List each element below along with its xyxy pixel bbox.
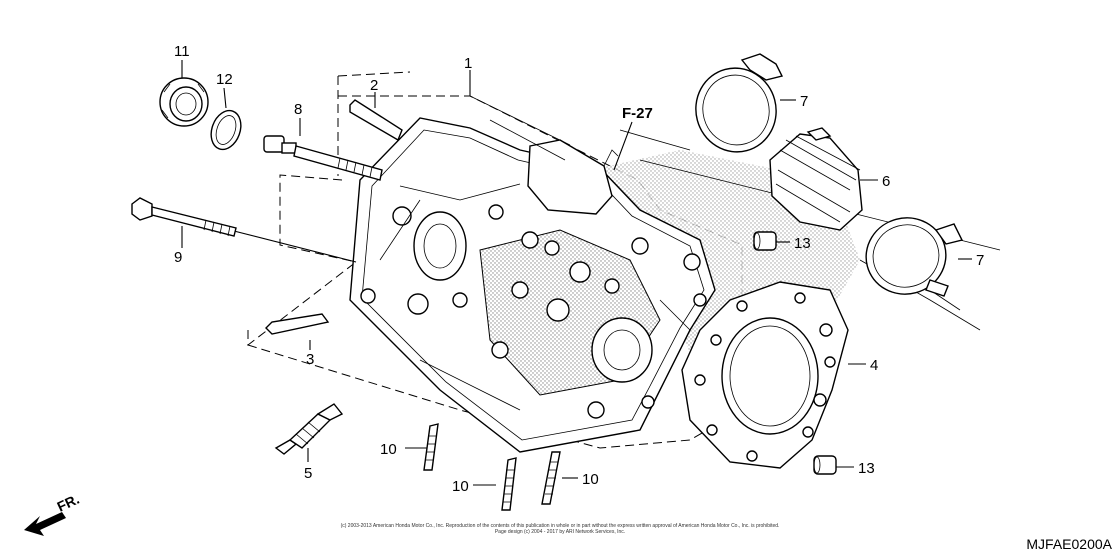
callout-7-lower: 7: [976, 252, 984, 269]
callout-7-upper: 7: [800, 93, 808, 110]
callout-10-b: 10: [452, 478, 469, 495]
hose-clamp-7-lower: [865, 217, 964, 297]
callout-6: 6: [882, 173, 890, 190]
callout-10-a: 10: [380, 441, 397, 458]
callout-13-upper: 13: [794, 235, 811, 252]
callout-8: 8: [294, 101, 302, 118]
dowel-pin-3: [265, 313, 330, 335]
stud-10-b: [501, 457, 517, 511]
copyright-line-1: (c) 2003-2013 American Honda Motor Co., …: [340, 523, 780, 529]
dowel-pin-2: [349, 99, 403, 142]
bolt-8: [263, 135, 383, 181]
callout-5: 5: [304, 465, 312, 482]
callout-4: 4: [870, 357, 878, 374]
callout-2: 2: [370, 77, 378, 94]
dowel-13-upper: [753, 231, 777, 251]
callout-3: 3: [306, 351, 314, 368]
callout-9: 9: [174, 249, 182, 266]
callout-1: 1: [464, 55, 472, 72]
head-gasket-4: [681, 281, 849, 469]
spark-plug-5: [274, 403, 344, 455]
bolt-9: [131, 197, 237, 237]
diagram-code: MJFAE0200A: [1026, 536, 1112, 552]
front-direction-label: FR.: [55, 491, 82, 515]
callout-13-lower: 13: [858, 460, 875, 477]
dowel-13-lower: [813, 455, 837, 475]
copyright-notice: (c) 2003-2013 American Honda Motor Co., …: [0, 523, 1120, 535]
callout-10-c: 10: [582, 471, 599, 488]
callout-11: 11: [174, 43, 190, 60]
front-direction-arrow-icon: [24, 512, 66, 536]
hose-clamp-7-upper: [695, 53, 784, 153]
reference-f27: F-27: [622, 105, 653, 122]
cylinder-head: [349, 117, 716, 453]
stud-10-a: [423, 423, 439, 471]
stud-10-c: [541, 451, 561, 505]
plug-11: [159, 77, 209, 127]
insulator-6: [769, 127, 863, 231]
copyright-line-2: Page design (c) 2004 - 2017 by ARI Netwo…: [494, 529, 626, 535]
o-ring-12: [210, 109, 242, 151]
callout-12: 12: [216, 71, 233, 88]
